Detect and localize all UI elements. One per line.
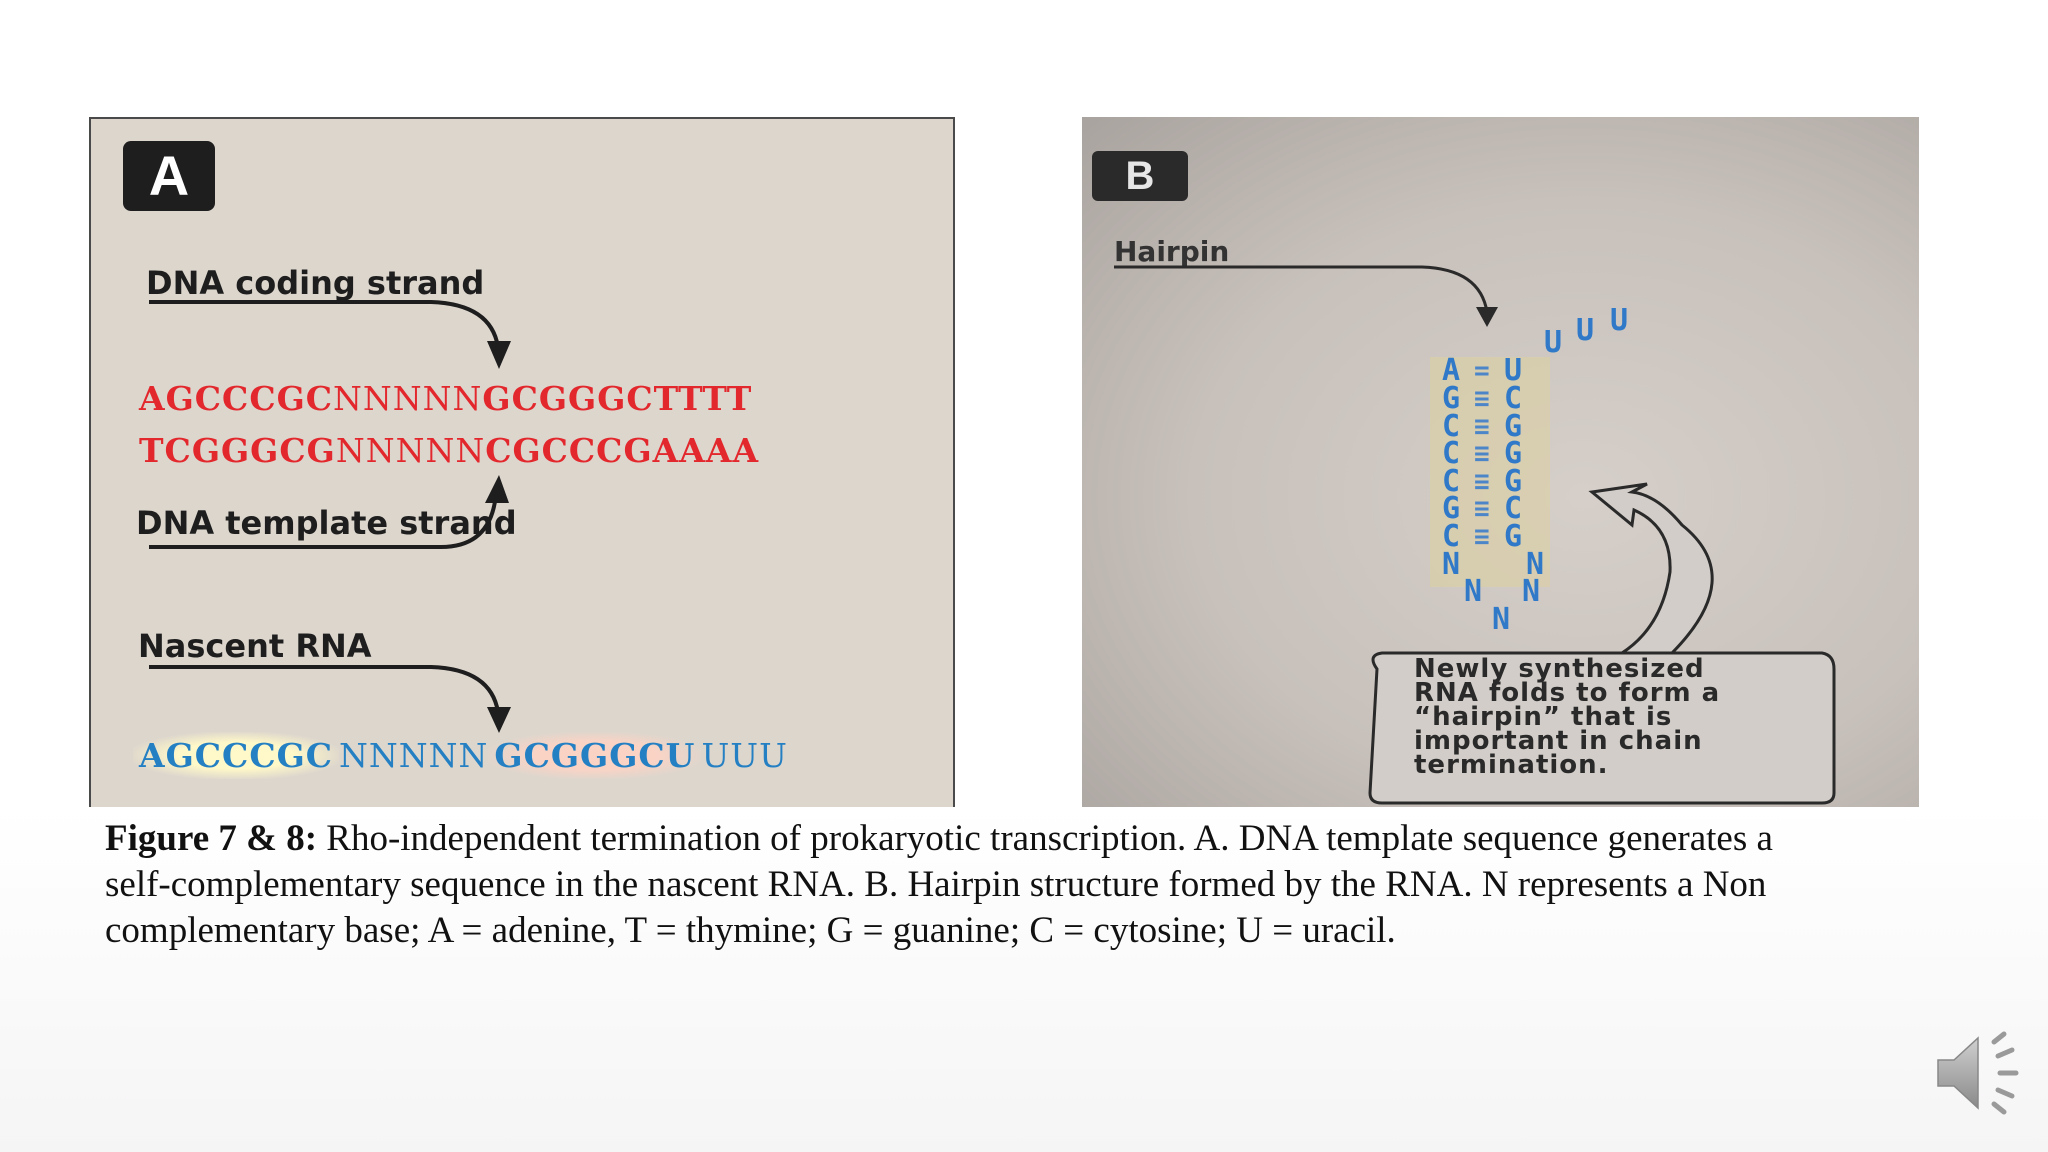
tail-base: U bbox=[1576, 313, 1595, 348]
tail-base: U bbox=[1610, 303, 1629, 338]
bond: ≡ bbox=[1474, 412, 1490, 442]
callout-line: important in chain bbox=[1414, 726, 1703, 756]
callout-balloon bbox=[1368, 482, 1836, 805]
tail-base: U bbox=[1544, 325, 1563, 360]
panel-a-arrows bbox=[149, 300, 511, 733]
rna-seq-right: GCGGGCU bbox=[488, 732, 702, 779]
left-base: C bbox=[1442, 436, 1461, 471]
caption-lead: Figure 7 & 8: bbox=[105, 818, 318, 859]
left-base: C bbox=[1442, 519, 1461, 554]
left-base: G bbox=[1442, 381, 1461, 416]
callout-line: RNA folds to form a bbox=[1414, 678, 1721, 708]
figure-panel-a: A DNA coding strand AGCCCGCNNNNNGCGGGCTT… bbox=[89, 117, 955, 807]
loop-base: N bbox=[1492, 602, 1511, 637]
left-base: C bbox=[1442, 409, 1461, 444]
hairpin-arrowhead bbox=[1476, 307, 1498, 327]
rna-seq-mid: NNNNN bbox=[339, 736, 489, 775]
caption-line-2: self-complementary sequence in the nasce… bbox=[105, 864, 1767, 905]
panel-b-graphics bbox=[1114, 265, 1836, 805]
rna-arrow bbox=[149, 665, 500, 713]
bond: = bbox=[1474, 356, 1490, 386]
coding-sequence: AGCCCGCNNNNNGCGGGCTTTT bbox=[139, 379, 752, 418]
dna-coding-strand-label: DNA coding strand bbox=[146, 264, 485, 302]
bond: ≡ bbox=[1474, 494, 1490, 524]
template-arrowhead bbox=[485, 475, 509, 503]
panel-b-badge: B bbox=[1092, 151, 1188, 201]
speaker-icon[interactable] bbox=[1932, 1028, 2032, 1118]
callout-line: termination. bbox=[1414, 750, 1609, 780]
rna-arrowhead bbox=[487, 707, 511, 733]
bond: ≡ bbox=[1474, 467, 1490, 497]
left-base: A bbox=[1442, 353, 1461, 388]
loop-base: N bbox=[1522, 574, 1541, 609]
right-base: C bbox=[1504, 381, 1523, 416]
left-base: C bbox=[1442, 464, 1461, 499]
dna-template-strand-label: DNA template strand bbox=[136, 504, 517, 542]
nascent-rna-label: Nascent RNA bbox=[138, 627, 372, 665]
right-base: G bbox=[1504, 464, 1523, 499]
hairpin-arrow bbox=[1114, 265, 1489, 313]
callout-line: Newly synthesized bbox=[1414, 654, 1705, 684]
loop-base: N bbox=[1526, 547, 1545, 582]
right-base: U bbox=[1504, 353, 1523, 388]
template-arrow bbox=[149, 493, 498, 549]
coding-seq-left: AGCCCGC bbox=[139, 379, 334, 418]
callout-text: Newly synthesized RNA folds to form a “h… bbox=[1414, 654, 1854, 780]
figure-caption: Figure 7 & 8: Rho-independent terminatio… bbox=[105, 816, 1905, 954]
template-sequence: TCGGGCGNNNNNCGCCCGAAAA bbox=[139, 431, 759, 470]
panel-a-badge: A bbox=[123, 141, 215, 211]
stem-highlight bbox=[1430, 357, 1550, 587]
bond: ≡ bbox=[1474, 384, 1490, 414]
right-base: C bbox=[1504, 491, 1523, 526]
right-base: G bbox=[1504, 409, 1523, 444]
right-base: G bbox=[1504, 519, 1523, 554]
right-base: G bbox=[1504, 436, 1523, 471]
bond: ≡ bbox=[1474, 439, 1490, 469]
figure-panel-b: B Hairpin A G C C C G C = ≡ ≡ ≡ ≡ ≡ ≡ U … bbox=[1082, 117, 1919, 807]
rna-seq-tail: UUU bbox=[701, 736, 788, 775]
hairpin-label: Hairpin bbox=[1114, 235, 1230, 268]
caption-line-3: complementary base; A = adenine, T = thy… bbox=[105, 910, 1396, 951]
coding-seq-mid: NNNNN bbox=[333, 379, 483, 418]
rna-seq-left: AGCCCGC bbox=[133, 732, 340, 779]
template-seq-left: TCGGGCG bbox=[139, 431, 336, 470]
caption-line-1: Figure 7 & 8: Rho-independent terminatio… bbox=[105, 816, 1905, 862]
template-seq-right: CGCCCGAAAA bbox=[485, 431, 760, 470]
loop-base: N bbox=[1442, 547, 1461, 582]
callout-line: “hairpin” that is bbox=[1414, 702, 1673, 732]
template-seq-mid: NNNNN bbox=[335, 431, 486, 470]
left-base: G bbox=[1442, 491, 1461, 526]
bond: ≡ bbox=[1474, 522, 1490, 552]
coding-seq-right: GCGGGCTTTT bbox=[482, 379, 753, 418]
coding-arrow bbox=[149, 300, 500, 348]
coding-arrowhead bbox=[487, 341, 511, 369]
caption-text-1: Rho-independent termination of prokaryot… bbox=[317, 818, 1773, 859]
loop-base: N bbox=[1464, 574, 1483, 609]
